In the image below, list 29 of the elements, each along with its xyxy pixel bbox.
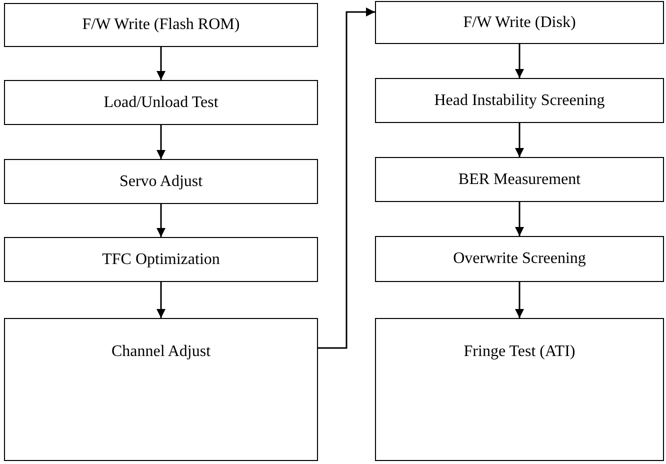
process-box — [375, 318, 664, 461]
arrow — [515, 202, 524, 236]
arrow — [156, 282, 166, 318]
step-label: F/W Write (Disk) — [463, 14, 576, 32]
process-box — [375, 236, 664, 282]
step-label: Head Instability Screening — [434, 92, 605, 110]
arrow — [318, 8, 375, 349]
process-box — [4, 3, 318, 47]
step-label: Load/Unload Test — [104, 94, 218, 112]
step-label: TFC Optimization — [102, 250, 220, 268]
step-label: Overwrite Screening — [453, 250, 586, 268]
process-box — [4, 237, 318, 282]
step-label: BER Measurement — [458, 170, 581, 188]
arrow — [515, 282, 524, 318]
step-label: Servo Adjust — [119, 172, 203, 190]
arrow — [515, 44, 524, 78]
arrow — [156, 204, 166, 237]
process-box — [4, 318, 318, 461]
arrow — [515, 123, 524, 157]
process-box — [375, 1, 664, 44]
process-box — [4, 159, 318, 204]
step-label: F/W Write (Flash ROM) — [82, 16, 240, 34]
process-box — [375, 157, 664, 202]
process-box — [375, 78, 664, 123]
step-label: Fringe Test (ATI) — [464, 343, 576, 361]
step-label: Channel Adjust — [111, 343, 211, 361]
arrow — [156, 47, 166, 80]
process-box — [4, 80, 318, 125]
arrow — [156, 125, 166, 159]
